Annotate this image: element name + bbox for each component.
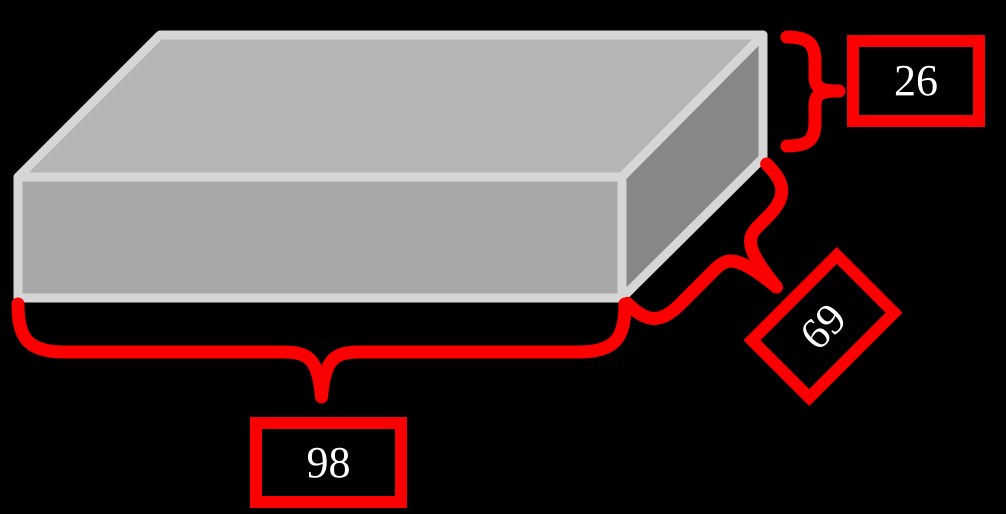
width-brace — [11, 297, 632, 404]
prism-front-face — [13, 172, 627, 303]
depth-dimension-value: 69 — [789, 293, 856, 360]
depth-brace — [620, 157, 789, 325]
width-dimension-value: 98 — [306, 437, 351, 487]
height-brace — [780, 30, 846, 153]
height-dimension-value: 26 — [894, 56, 938, 105]
width-dimension-label: 98 — [250, 417, 407, 508]
prism — [13, 30, 768, 303]
dimension-braces — [11, 30, 846, 404]
height-dimension-label: 26 — [847, 35, 985, 127]
